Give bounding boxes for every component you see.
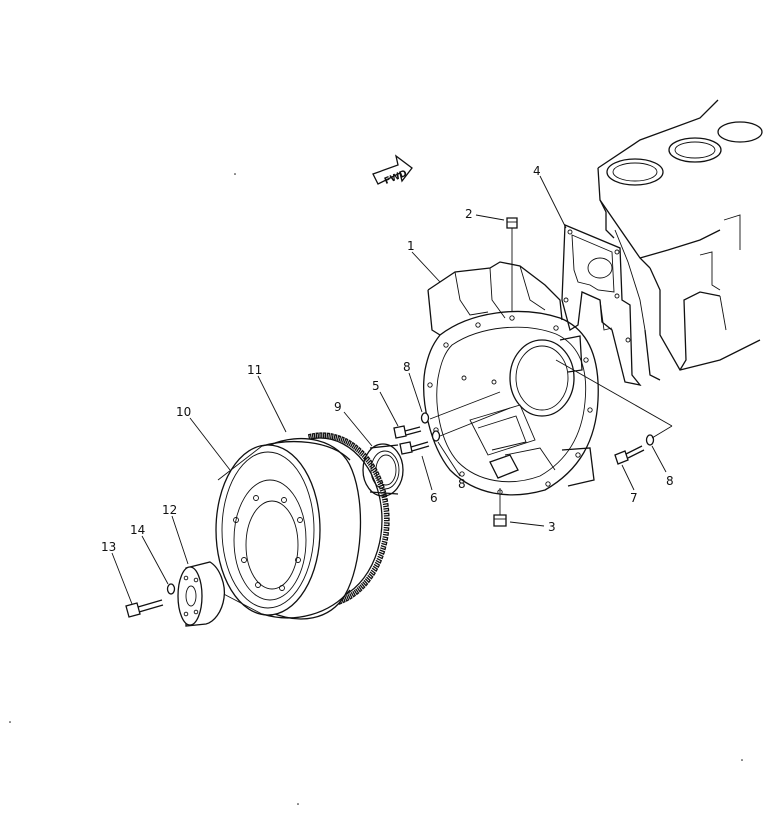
scan-specks	[9, 173, 743, 805]
callout-3: 3	[548, 520, 556, 534]
callout-8-right: 8	[666, 474, 674, 488]
fwd-direction-arrow: FWD	[372, 154, 413, 187]
callout-11: 11	[247, 363, 262, 377]
callout-13: 13	[101, 540, 116, 554]
callout-leaders	[111, 175, 667, 605]
washer-14	[166, 583, 176, 595]
flywheel	[215, 432, 390, 620]
callout-8-upper: 8	[403, 360, 411, 374]
callout-10: 10	[176, 405, 191, 419]
gasket-plate	[561, 224, 642, 386]
callout-6: 6	[430, 491, 438, 505]
callout-8-lower: 8	[458, 477, 466, 491]
callout-9: 9	[334, 400, 342, 414]
callout-5: 5	[372, 379, 380, 393]
bolt-7	[614, 445, 645, 465]
callout-4: 4	[533, 164, 541, 178]
plug-bottom	[493, 488, 507, 527]
callout-14: 14	[130, 523, 145, 537]
callout-7: 7	[630, 491, 638, 505]
callout-1: 1	[407, 239, 415, 253]
callout-labels: 1 2 3 4 5 6 7 8 8 8 9 10 11 12 13 14	[101, 164, 674, 554]
engine-block	[597, 99, 763, 381]
flywheel-housing	[423, 261, 599, 496]
bolt-6	[399, 441, 430, 455]
washers-8-left	[420, 412, 441, 442]
bolt-13	[125, 599, 164, 618]
plug-top	[506, 217, 518, 312]
callout-2: 2	[465, 207, 473, 221]
washer-8-right	[645, 434, 655, 446]
adapter-hub	[177, 561, 226, 627]
callout-12: 12	[162, 503, 177, 517]
bolt-5	[393, 425, 422, 439]
